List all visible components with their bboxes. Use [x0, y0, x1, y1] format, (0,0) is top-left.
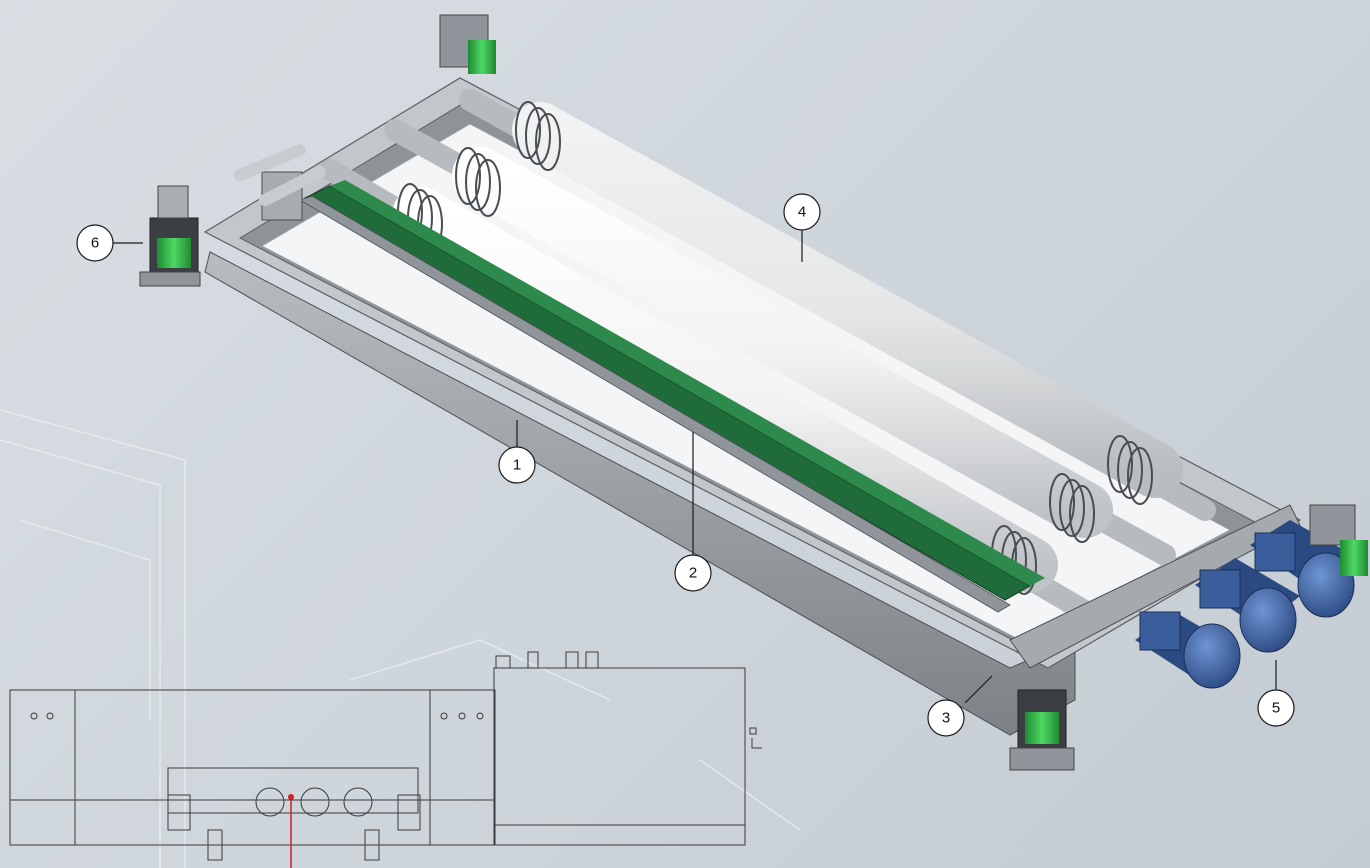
callout-6: 6 [76, 224, 114, 262]
motor-1 [1135, 611, 1241, 689]
technical-drawing [9, 651, 762, 868]
background-sketch [0, 409, 801, 868]
foot-front [1009, 689, 1075, 771]
foot-left [139, 185, 201, 287]
svg-text:5: 5 [1272, 700, 1280, 717]
foot-right [1309, 504, 1368, 576]
svg-text:3: 3 [942, 710, 950, 727]
callout-2: 2 [674, 554, 712, 592]
machine-assembly [139, 14, 1368, 771]
roller-middle [384, 119, 1176, 566]
motor-2 [1195, 558, 1300, 653]
foot-back [439, 14, 496, 74]
svg-text:2: 2 [689, 565, 697, 582]
left-end-plate [234, 144, 326, 221]
svg-text:6: 6 [91, 235, 99, 252]
frame-end-right [1009, 504, 1301, 669]
callout-3: 3 [927, 699, 965, 737]
frame-side [204, 251, 1076, 736]
svg-text:4: 4 [798, 204, 806, 221]
callout-4: 4 [783, 193, 821, 231]
green-rails [299, 180, 1045, 613]
callout-1: 1 [498, 446, 536, 484]
svg-text:1: 1 [513, 457, 521, 474]
roller-back [459, 89, 1216, 521]
callout-leaders [113, 230, 1277, 704]
callout-5: 5 [1257, 689, 1295, 727]
